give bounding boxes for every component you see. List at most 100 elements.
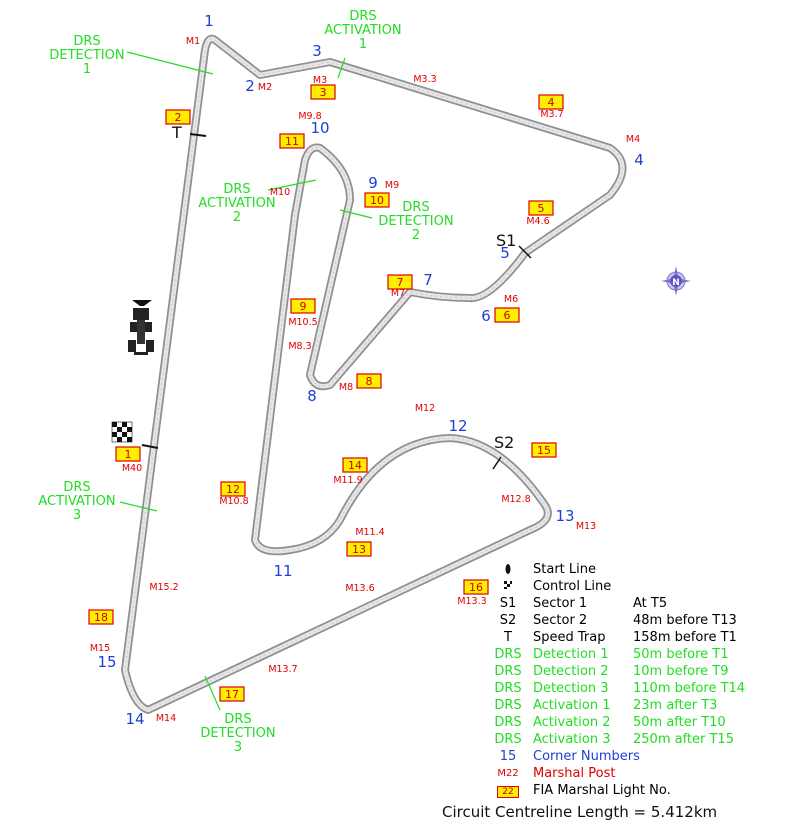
control-line-mark — [141, 444, 159, 449]
light-box: 14 — [342, 457, 368, 473]
corner-number: 9 — [368, 174, 378, 192]
drs-label-detection3: 3 — [234, 740, 242, 755]
corner-number: 3 — [312, 42, 322, 60]
marshal-post: M15.2 — [149, 582, 178, 593]
light-box-number: 16 — [469, 581, 483, 594]
drs-label-activation1: DRS — [349, 9, 376, 24]
corner-number: 14 — [125, 710, 144, 728]
marshal-post: M4 — [626, 134, 640, 145]
start-line-icon — [488, 562, 528, 580]
light-box-number: 12 — [226, 483, 240, 496]
light-box: 9 — [290, 298, 316, 314]
checkered-flag-icon — [111, 421, 133, 443]
light-box: 10 — [364, 192, 390, 208]
marshal-post: M6 — [504, 294, 518, 305]
light-box: 4 — [538, 94, 564, 110]
sector1-line — [518, 245, 532, 259]
light-box: 15 — [531, 442, 557, 458]
light-box: 3 — [310, 84, 336, 100]
drs-lines — [119, 51, 373, 711]
light-box-number: 4 — [548, 96, 555, 109]
light-box: 18 — [88, 609, 114, 625]
drs-label-detection2: DRS — [402, 200, 429, 215]
light-box-number: 5 — [538, 202, 545, 215]
light-box: 16 — [463, 579, 489, 595]
speed-trap-mark: T — [171, 123, 182, 142]
sector2-line — [492, 456, 502, 470]
compass-north-icon: N — [661, 266, 691, 296]
marshal-post: M3 — [313, 75, 327, 86]
light-box-number: 15 — [537, 444, 551, 457]
marshal-post: M14 — [156, 713, 176, 724]
corner-number: 1 — [204, 12, 214, 30]
light-box-number: 2 — [175, 111, 182, 124]
drs-zone-labels: DRSDETECTION1DRSACTIVATION1DRSACTIVATION… — [38, 9, 453, 755]
marshal-post: M9 — [385, 180, 399, 191]
light-box: 7 — [387, 274, 413, 290]
marshal-post: M12 — [415, 403, 435, 414]
light-box-number: 17 — [225, 688, 239, 701]
marshal-post: M13 — [576, 521, 596, 532]
circuit-length: Circuit Centreline Length = 5.412km — [442, 803, 718, 821]
marshal-post: M12.8 — [501, 494, 530, 505]
legend-control-line: Control Line — [533, 579, 612, 594]
drs-label-detection3: DETECTION — [200, 726, 275, 741]
marshal-post: M40 — [122, 463, 142, 474]
drs-label-detection2: 2 — [412, 228, 420, 243]
light-box: 13 — [346, 541, 372, 557]
corner-number: 7 — [423, 271, 433, 289]
drs-label-activation2: ACTIVATION — [198, 196, 275, 211]
light-box-number: 7 — [397, 276, 404, 289]
light-box: 11 — [279, 133, 305, 149]
light-box-icon: 22 — [497, 786, 519, 798]
corner-number: 12 — [448, 417, 467, 435]
marshal-post: M8.3 — [288, 341, 311, 352]
light-box: 2 — [165, 109, 191, 125]
light-box-number: 11 — [285, 135, 299, 148]
corner-number: 11 — [273, 562, 292, 580]
compass-letter: N — [672, 278, 680, 288]
light-box-number: 13 — [352, 543, 366, 556]
marshal-post: M2 — [258, 82, 272, 93]
marshal-post: M13.7 — [268, 664, 297, 675]
corner-number: 6 — [481, 307, 491, 325]
corner-number: 4 — [634, 151, 644, 169]
light-box: 1 — [115, 446, 141, 462]
legend-start-line: Start Line — [533, 562, 596, 577]
light-box-number: 3 — [320, 86, 327, 99]
drs-label-activation1: 1 — [359, 37, 367, 52]
drs-label-activation3: 3 — [73, 508, 81, 523]
light-box: 17 — [219, 686, 245, 702]
marshal-post: M13.6 — [345, 583, 374, 594]
light-box: 5 — [528, 200, 554, 216]
light-box-number: 8 — [366, 375, 373, 388]
marshal-post: M11.9 — [333, 475, 362, 486]
marshal-post: M15 — [90, 643, 110, 654]
light-box-number: 18 — [94, 611, 108, 624]
corner-number: 15 — [97, 653, 116, 671]
light-box: 8 — [356, 373, 382, 389]
drs-label-activation2: 2 — [233, 210, 241, 225]
corner-number: 2 — [245, 77, 255, 95]
drs-label-activation1: ACTIVATION — [324, 23, 401, 38]
control-line-icon — [488, 579, 528, 594]
marshal-post: M8 — [339, 382, 353, 393]
light-box-number: 1 — [125, 448, 132, 461]
drs-label-detection1: DETECTION — [49, 48, 124, 63]
light-box-number: 6 — [504, 309, 511, 322]
race-car-icon — [128, 300, 154, 355]
marshal-post: M9.8 — [298, 111, 321, 122]
sector2-mark: S2 — [494, 433, 514, 452]
corner-number: 5 — [500, 244, 510, 262]
drs-label-detection1: 1 — [83, 62, 91, 77]
corner-number: 10 — [310, 119, 329, 137]
marshal-post: M10.5 — [288, 317, 317, 328]
marshal-post: M10 — [270, 187, 290, 198]
marshal-post: M10.8 — [219, 496, 248, 507]
light-box-number: 10 — [370, 194, 384, 207]
drs-label-activation3: ACTIVATION — [38, 494, 115, 509]
marshal-post: M1 — [186, 36, 200, 47]
